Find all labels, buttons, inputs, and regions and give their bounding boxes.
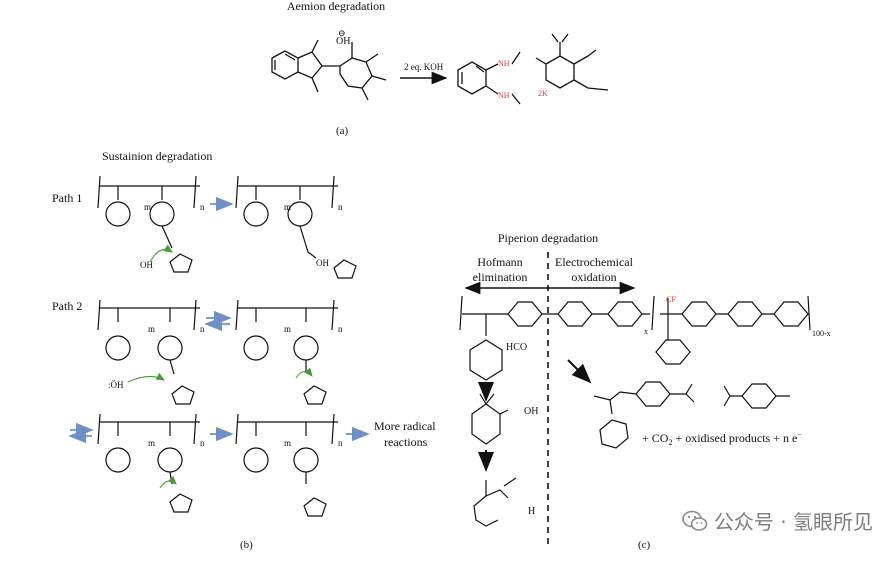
curly-arrows-b <box>127 244 313 489</box>
hofmann-line2: elimination <box>473 270 528 284</box>
panel-a-label: (a) <box>336 125 349 137</box>
hydroxide-label: OH <box>336 36 350 47</box>
cf3-label: CF <box>666 295 676 304</box>
watermark: 公众号 · 氢眼所见 <box>682 506 873 535</box>
svg-text:m: m <box>284 202 291 212</box>
blue-arrows-b <box>68 196 370 444</box>
nh-top-label: NH <box>498 59 510 68</box>
electro-line2: oxidation <box>571 270 616 284</box>
wechat-icon <box>682 510 708 531</box>
charge-minus-a: ⊖ <box>338 28 346 38</box>
potassium-label: 2K <box>538 89 548 98</box>
hydroxide-radical-path2: :ÖH <box>108 380 124 390</box>
benzoate-product <box>535 33 609 91</box>
svg-text:n: n <box>200 324 205 334</box>
svg-text:m: m <box>284 324 291 334</box>
benzimidazole-reactant <box>271 39 340 93</box>
more-radical-line2: reactions <box>384 435 428 449</box>
panel-c-title: Piperion degradation <box>498 231 598 245</box>
subscript-100x: 100-x <box>812 329 831 338</box>
svg-text:n: n <box>338 438 343 448</box>
water-label: H <box>528 506 535 517</box>
more-radical-line1: More radical <box>374 419 436 433</box>
hofmann-line1: Hofmann <box>477 255 522 269</box>
svg-text:m: m <box>144 202 151 212</box>
mesityl-reactant <box>339 42 387 101</box>
svg-text:n: n <box>338 202 343 212</box>
electro-line1: Electrochemical <box>555 255 634 269</box>
reagent-label: 2 eq. KOH <box>404 62 444 72</box>
path1-label: Path 1 <box>52 191 82 205</box>
sustainion-subscripts: m n m n m n m n m n m n <box>144 202 343 448</box>
oh-product-path1: OH <box>316 258 329 268</box>
panel-a-title: Aemion degradation <box>287 0 385 13</box>
products-label: + CO2 + oxidised products + n e− <box>642 430 802 447</box>
hydroxide-c: OH <box>524 406 538 417</box>
subscript-x: x <box>644 327 648 336</box>
sustainion-structures <box>97 175 357 517</box>
panel-a <box>271 33 609 105</box>
bicarbonate-label: HCO <box>506 342 527 353</box>
svg-text:n: n <box>200 438 205 448</box>
svg-text:n: n <box>200 202 205 212</box>
panel-b-title: Sustainion degradation <box>102 149 212 163</box>
svg-text:n: n <box>338 324 343 334</box>
watermark-text: 公众号 · 氢眼所见 <box>713 510 873 534</box>
svg-text:m: m <box>284 438 291 448</box>
nh-bottom-label: NH <box>498 91 510 100</box>
path2-label: Path 2 <box>52 299 82 313</box>
piperion-structures <box>459 252 811 548</box>
panel-c-label: (c) <box>638 539 651 551</box>
panel-b-label: (b) <box>240 539 253 551</box>
svg-text:m: m <box>148 324 155 334</box>
diamine-product <box>457 51 521 105</box>
svg-text:m: m <box>148 438 155 448</box>
hydroxide-path1: OH <box>140 260 153 270</box>
